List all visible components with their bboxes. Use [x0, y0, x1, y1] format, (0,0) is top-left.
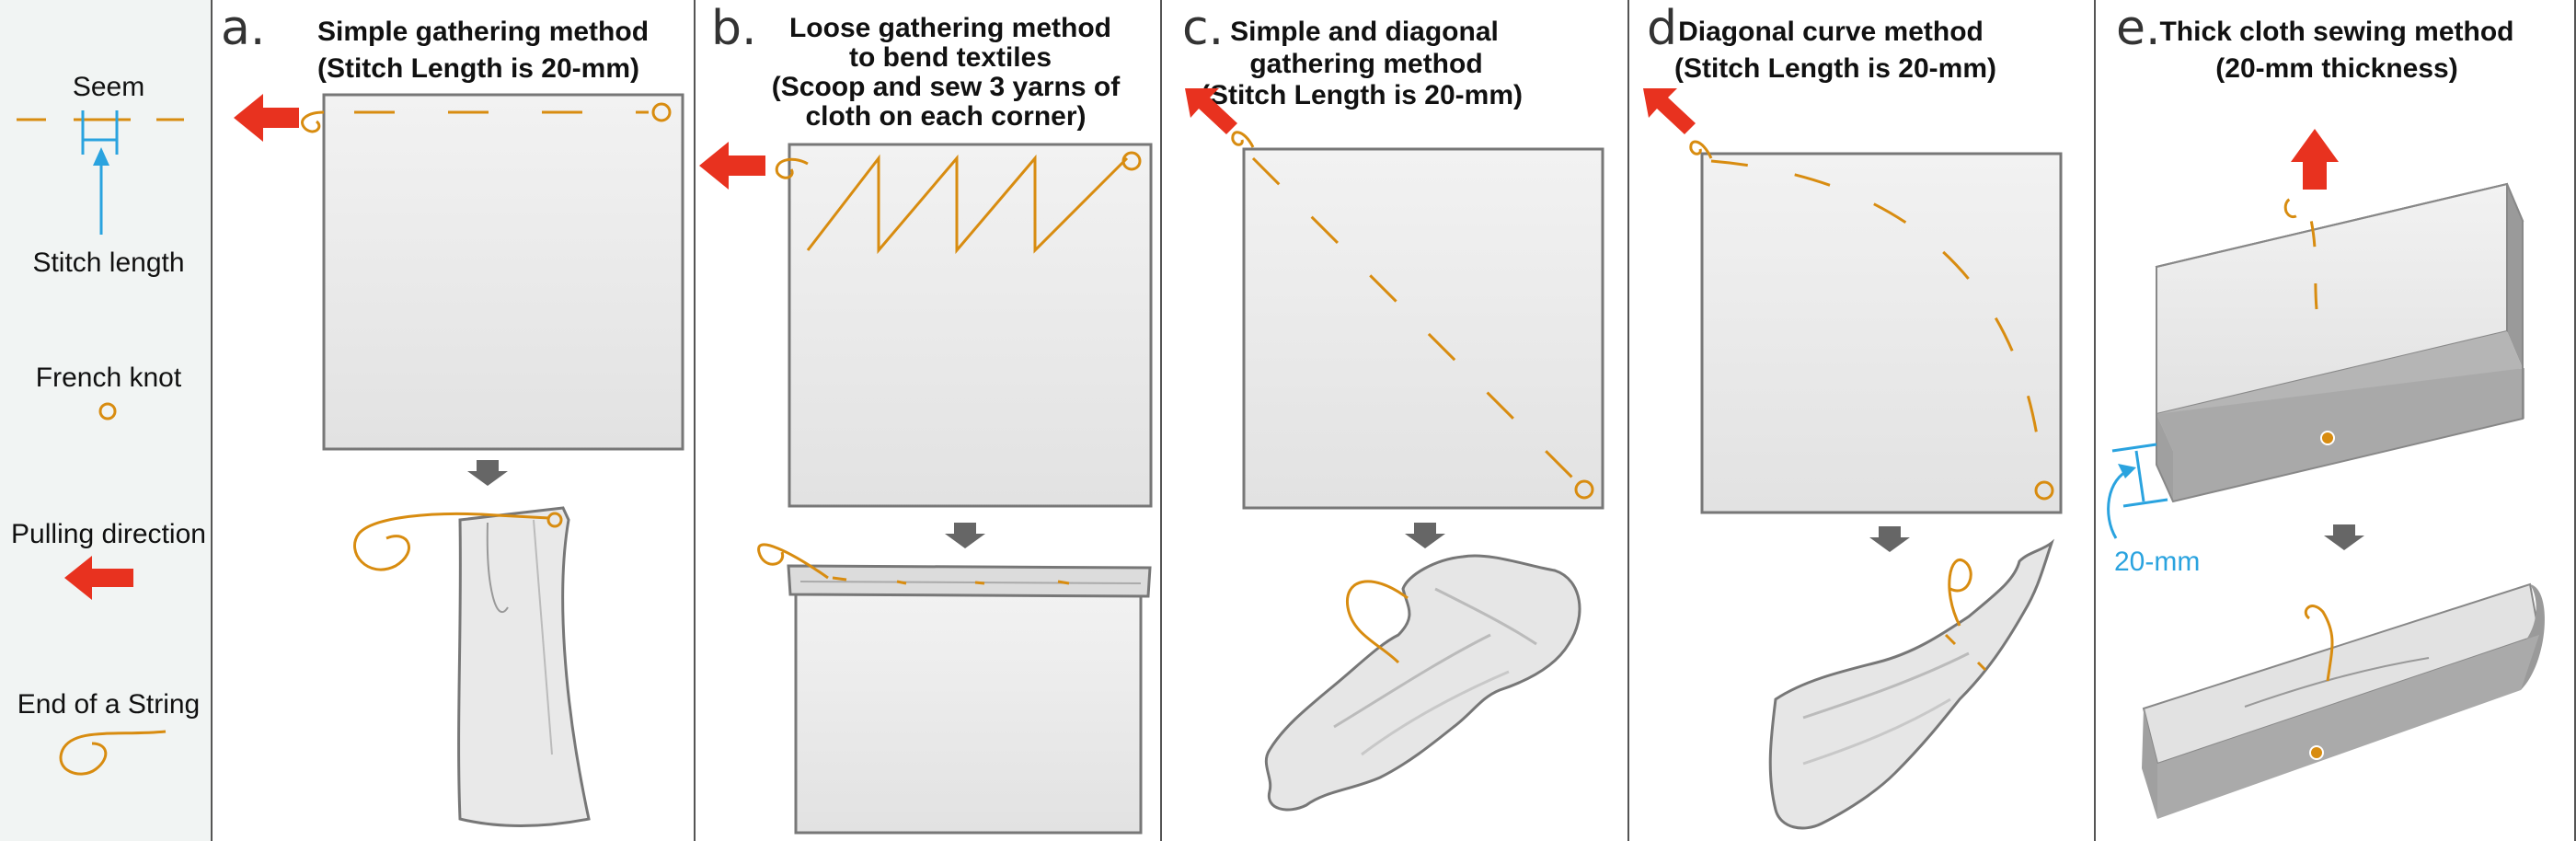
- panel-c-title-line-1: Simple and diagonal: [1230, 17, 1499, 47]
- panel-c-title-line-2: gathering method: [1249, 49, 1482, 79]
- panel-c-gathered-cloth: [1264, 554, 1581, 812]
- legend-end-of-string-label: End of a String: [17, 689, 200, 720]
- panel-b-gathered-cloth: [757, 543, 1152, 835]
- panel-b-string-end: [775, 157, 809, 179]
- panel-d-french-knot: [2034, 480, 2054, 501]
- panel-c-pull-arrow: [1185, 88, 1237, 134]
- panel-d-gathered-cloth: [1768, 538, 2055, 830]
- string-end-icon: [59, 730, 167, 776]
- legend: Seem Stitch length French knot Pulling d…: [11, 72, 206, 776]
- legend-pulling-direction-label: Pulling direction: [11, 519, 206, 549]
- panel-d-result-arrow: [1869, 526, 1910, 552]
- panel-d-title-line-2: (Stitch Length is 20-mm): [1674, 53, 1996, 84]
- panel-b-title-line-2: to bend textiles: [849, 42, 1052, 73]
- panel-b-cloth: [788, 143, 1153, 508]
- panel-d-cloth: [1700, 152, 2063, 514]
- pulling-arrow-icon: [64, 556, 133, 600]
- panel-c-title-line-3: (Stitch Length is 20-mm): [1201, 80, 1523, 110]
- panel-a-result-arrow: [467, 460, 508, 486]
- panel-c-result-arrow: [1405, 523, 1445, 548]
- panel-a-pull-arrow: [234, 94, 299, 142]
- panel-e-thick-cloth: [2155, 182, 2524, 503]
- panel-b-french-knot: [1121, 151, 1142, 171]
- panel-a: a. Simple gathering method (Stitch Lengt…: [221, 1, 684, 827]
- legend-stitch-length-label: Stitch length: [32, 248, 184, 278]
- panel-c: c. Simple and diagonal gathering method …: [1182, 1, 1604, 812]
- panel-e-french-knot: [2320, 431, 2335, 445]
- panel-a-gathered-cloth: [353, 506, 591, 827]
- panel-dividers: [211, 0, 2576, 841]
- panel-c-letter: c.: [1182, 1, 1224, 56]
- panel-b-letter: b.: [711, 1, 757, 56]
- seem-icon: [17, 110, 184, 235]
- panel-e-pull-arrow: [2291, 129, 2339, 190]
- panel-d-title-line-1: Diagonal curve method: [1678, 17, 1984, 47]
- panel-e-string: [2283, 196, 2318, 310]
- panel-b-title-line-4: cloth on each corner): [805, 101, 1086, 132]
- legend-seem-label: Seem: [73, 72, 144, 102]
- panel-b-result-arrow: [945, 523, 985, 548]
- french-knot-icon: [98, 402, 117, 420]
- panel-e-letter: e.: [2116, 1, 2161, 56]
- panel-b-title-line-1: Loose gathering method: [789, 13, 1111, 43]
- panel-d-pull-arrow: [1643, 88, 1696, 134]
- panel-b-title-line-3: (Scoop and sew 3 yarns of: [772, 72, 1121, 102]
- panel-c-french-knot: [1574, 479, 1594, 500]
- panel-e-thickness-label: 20-mm: [2114, 547, 2200, 577]
- panel-e-result-arrow: [2324, 524, 2364, 550]
- panel-a-french-knot: [651, 102, 672, 122]
- legend-french-knot-label: French knot: [36, 363, 182, 393]
- panel-d: d Diagonal curve method (Stitch Length i…: [1643, 1, 2063, 830]
- panel-e-gathered-thick-cloth: [2142, 582, 2546, 819]
- panel-a-title-line-1: Simple gathering method: [317, 17, 649, 47]
- panel-a-letter: a.: [221, 1, 265, 56]
- panel-e-title-line-2: (20-mm thickness): [2215, 53, 2457, 84]
- panel-c-string-end: [1231, 131, 1255, 148]
- panel-b-zigzag-stitches: [806, 154, 1129, 255]
- panel-e-thickness-measure: [2107, 443, 2168, 539]
- panel-b: b. Loose gathering method to bend textil…: [699, 1, 1153, 835]
- panel-e: e. Thick cloth sewing method (20-mm thic…: [2107, 1, 2546, 819]
- panel-b-pull-arrow: [699, 142, 765, 190]
- panel-c-cloth: [1242, 147, 1604, 510]
- panel-d-letter: d: [1647, 1, 1677, 56]
- panel-e-title-line-1: Thick cloth sewing method: [2159, 17, 2513, 47]
- panel-a-cloth: [322, 93, 684, 451]
- panel-d-string-end: [1689, 140, 1713, 159]
- panel-a-title-line-2: (Stitch Length is 20-mm): [317, 53, 639, 84]
- panel-a-string-end: [301, 110, 325, 133]
